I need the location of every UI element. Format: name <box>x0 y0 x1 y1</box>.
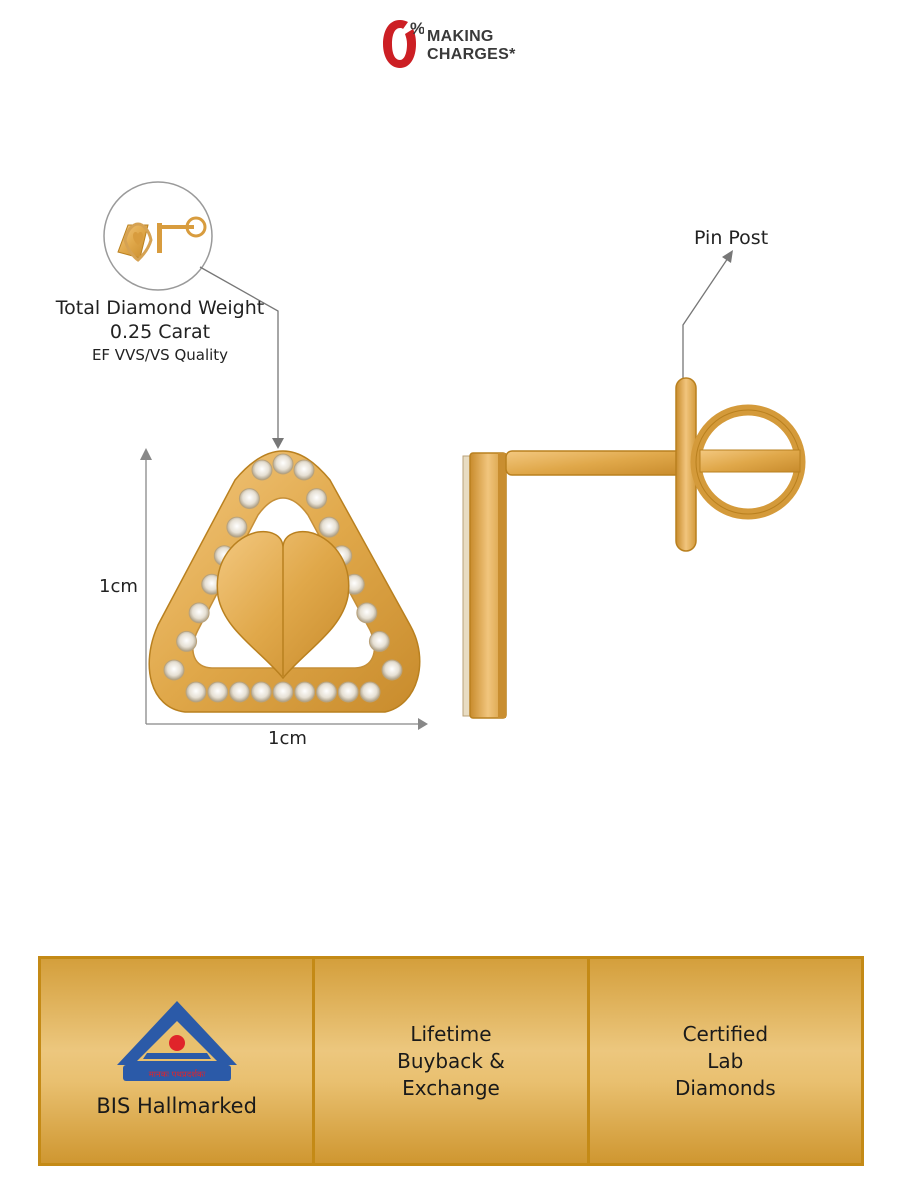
feature-bis-hallmarked: मानकः पथप्रदर्शकः BIS Hallmarked <box>41 959 312 1163</box>
diamond-weight-value: 0.25 Carat <box>109 321 211 343</box>
diamond-stone <box>316 681 337 703</box>
diamond-stone <box>318 516 340 538</box>
diamond-stone <box>163 659 185 681</box>
diamond-stone <box>226 516 248 538</box>
earring-side-view <box>462 377 806 719</box>
diamond-stone <box>188 602 210 624</box>
height-label: 1cm <box>99 576 138 597</box>
diamond-stone <box>356 602 378 624</box>
diamond-stone <box>272 453 294 475</box>
diamond-stone <box>306 488 328 510</box>
width-dimension <box>146 718 428 730</box>
diamond-pointer-line <box>199 266 279 440</box>
diamond-stone <box>250 681 272 703</box>
features-bar: मानकः पथप्रदर्शकः BIS Hallmarked Lifetim… <box>38 956 864 1166</box>
diamond-stone <box>176 630 198 652</box>
diamond-stone <box>238 488 260 510</box>
diamond-weight-title: Total Diamond Weight <box>55 297 265 319</box>
height-dimension <box>140 448 152 724</box>
diamond-stone <box>368 630 390 652</box>
diamond-pointer-arrowhead <box>272 438 284 449</box>
logo-making-text: MAKING <box>427 28 494 45</box>
feature-lifetime-buyback: Lifetime Buyback & Exchange <box>312 959 586 1163</box>
making-charges-logo: % MAKING CHARGES* <box>380 14 530 70</box>
lifetime-buyback-label: Lifetime Buyback & Exchange <box>397 1021 505 1100</box>
logo-charges-text: CHARGES* <box>427 46 516 63</box>
diamond-stone <box>251 459 273 481</box>
pin-post-arrowhead <box>722 250 733 263</box>
bis-hallmarked-label: BIS Hallmarked <box>96 1094 257 1118</box>
diamond-stone <box>207 681 229 703</box>
diamond-stone <box>337 681 359 703</box>
pin-post-pointer-line <box>682 257 729 388</box>
thumbnail-view <box>103 181 213 291</box>
earring-front-view <box>148 450 421 713</box>
diamond-stone <box>272 681 294 703</box>
pin-post-label: Pin Post <box>694 227 769 249</box>
svg-text:%: % <box>410 19 424 38</box>
diamond-stone <box>381 659 403 681</box>
diamond-stone <box>359 681 381 703</box>
bis-hallmark-icon: मानकः पथप्रदर्शकः <box>116 1001 237 1081</box>
feature-certified-lab-diamonds: Certified Lab Diamonds <box>586 959 861 1163</box>
earring-diagram <box>103 181 806 730</box>
width-label: 1cm <box>268 728 307 749</box>
diamond-quality: EF VVS/VS Quality <box>91 346 229 364</box>
diamond-stone <box>293 459 315 481</box>
zero-percent-icon: % <box>383 19 424 68</box>
diamond-stone <box>294 681 316 703</box>
svg-text:मानकः पथप्रदर्शकः: मानकः पथप्रदर्शकः <box>148 1069 205 1080</box>
diamond-stone <box>229 681 250 703</box>
diamond-stone <box>185 681 207 703</box>
certified-lab-diamonds-label: Certified Lab Diamonds <box>674 1021 776 1100</box>
